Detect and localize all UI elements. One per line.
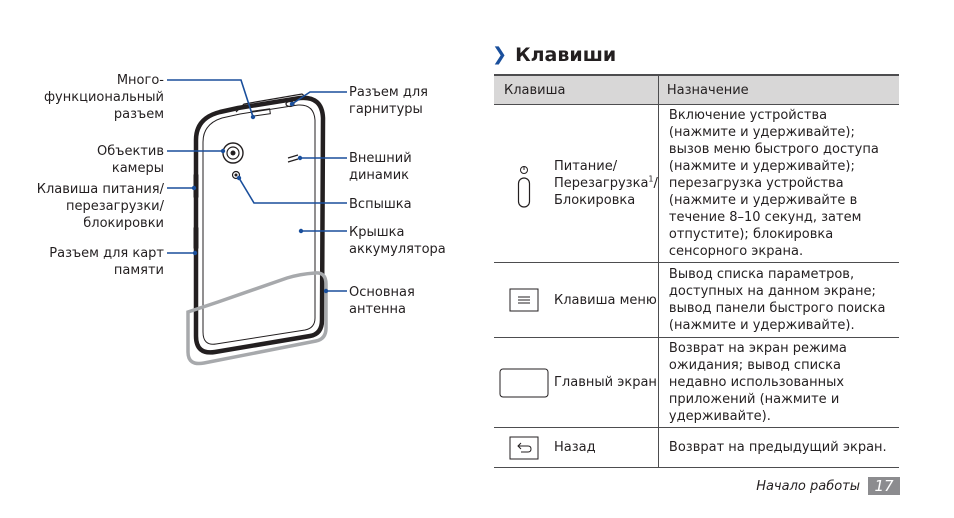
key-name-back: Назад (554, 440, 596, 455)
label-antenna: Основная антенна (349, 285, 415, 317)
header-key: Клавиша (494, 74, 659, 105)
label-headset-jack: Разъем для гарнитуры (349, 85, 428, 117)
keys-table: Клавиша Назначение Питание/ П (494, 74, 899, 468)
purpose-menu: Вывод списка параметров, доступных на да… (658, 262, 899, 338)
purpose-home: Возврат на экран режима ожидания; вывод … (658, 337, 899, 428)
key-name-home: Главный экран (554, 375, 657, 390)
footer-section-name: Начало работы (756, 478, 860, 494)
table-row: Главный экран Возврат на экран режима ож… (494, 337, 899, 428)
section-heading: ❯ Клавиши (492, 44, 616, 66)
label-camera-lens: Объектив камеры (97, 144, 164, 176)
power-key-icon (494, 159, 554, 209)
phone-diagram: Много- функциональный разъем Разъем для … (36, 73, 446, 366)
purpose-back: Возврат на предыдущий экран. (658, 427, 899, 468)
table-row: Питание/ Перезагрузка1/ Блокировка Включ… (494, 104, 899, 263)
key-name-menu: Клавиша меню (554, 292, 657, 308)
page-footer: Начало работы 17 (756, 477, 900, 495)
label-speaker: Внешний динамик (349, 151, 412, 183)
chevron-right-icon: ❯ (492, 44, 508, 65)
table-row: Назад Возврат на предыдущий экран. (494, 427, 899, 468)
label-power-key: Клавиша питания/ перезагрузки/ блокировк… (36, 182, 164, 231)
phone-back-illustration (167, 79, 347, 366)
header-purpose: Назначение (658, 74, 899, 105)
table-header-row: Клавиша Назначение (494, 74, 899, 105)
section-title: Клавиши (515, 44, 617, 66)
purpose-power: Включение устройства (нажмите и удержива… (658, 104, 899, 263)
back-key-icon (494, 436, 554, 460)
label-multi-connector: Много- функциональный разъем (43, 73, 164, 122)
table-row: Клавиша меню Вывод списка параметров, до… (494, 262, 899, 338)
menu-key-icon (494, 288, 554, 312)
home-key-icon (494, 368, 554, 398)
page-number-badge: 17 (868, 477, 900, 495)
label-card-slot: Разъем для карт памяти (49, 246, 164, 278)
label-flash: Вспышка (349, 197, 412, 212)
key-name-power: Питание/ Перезагрузка1/ Блокировка (554, 159, 658, 208)
label-battery-cover: Крышка аккумулятора (349, 225, 446, 257)
